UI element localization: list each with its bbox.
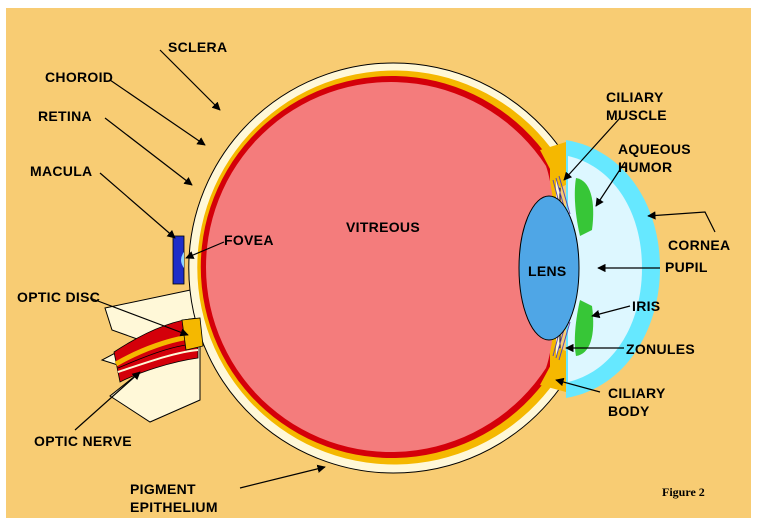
iris-upper [574,178,594,236]
label-choroid: CHOROID [45,69,113,85]
label-macula: MACULA [30,163,92,179]
label-epithelium: EPITHELIUM [130,499,218,515]
label-iris: IRIS [632,298,660,314]
label-vitreous: VITREOUS [346,219,420,235]
label-optic-nerve: OPTIC NERVE [34,433,132,449]
optic-disc-shape [181,317,204,351]
label-retina: RETINA [38,108,92,124]
label-fovea: FOVEA [224,232,274,248]
label-ciliary-body-2: BODY [608,403,650,419]
label-zonules: ZONULES [626,341,695,357]
label-lens: LENS [528,263,567,279]
label-pigment: PIGMENT [130,481,196,497]
fovea-shape [181,252,184,268]
label-ciliary-body-1: CILIARY [608,385,666,401]
label-sclera: SCLERA [168,39,227,55]
optic-nerve-shape [100,287,201,423]
lens-shape [518,195,580,341]
label-optic-disc: OPTIC DISC [17,289,100,305]
label-humor: HUMOR [618,159,672,175]
label-ciliary-muscle-2: MUSCLE [606,107,667,123]
label-aqueous: AQUEOUS [618,141,691,157]
label-pupil: PUPIL [665,259,708,275]
label-cornea: CORNEA [668,237,730,253]
iris-lower [574,300,594,356]
figure-label: Figure 2 [662,485,705,499]
vitreous-body [206,82,557,453]
pointer-lines [74,49,716,489]
label-ciliary-muscle-1: CILIARY [606,89,664,105]
